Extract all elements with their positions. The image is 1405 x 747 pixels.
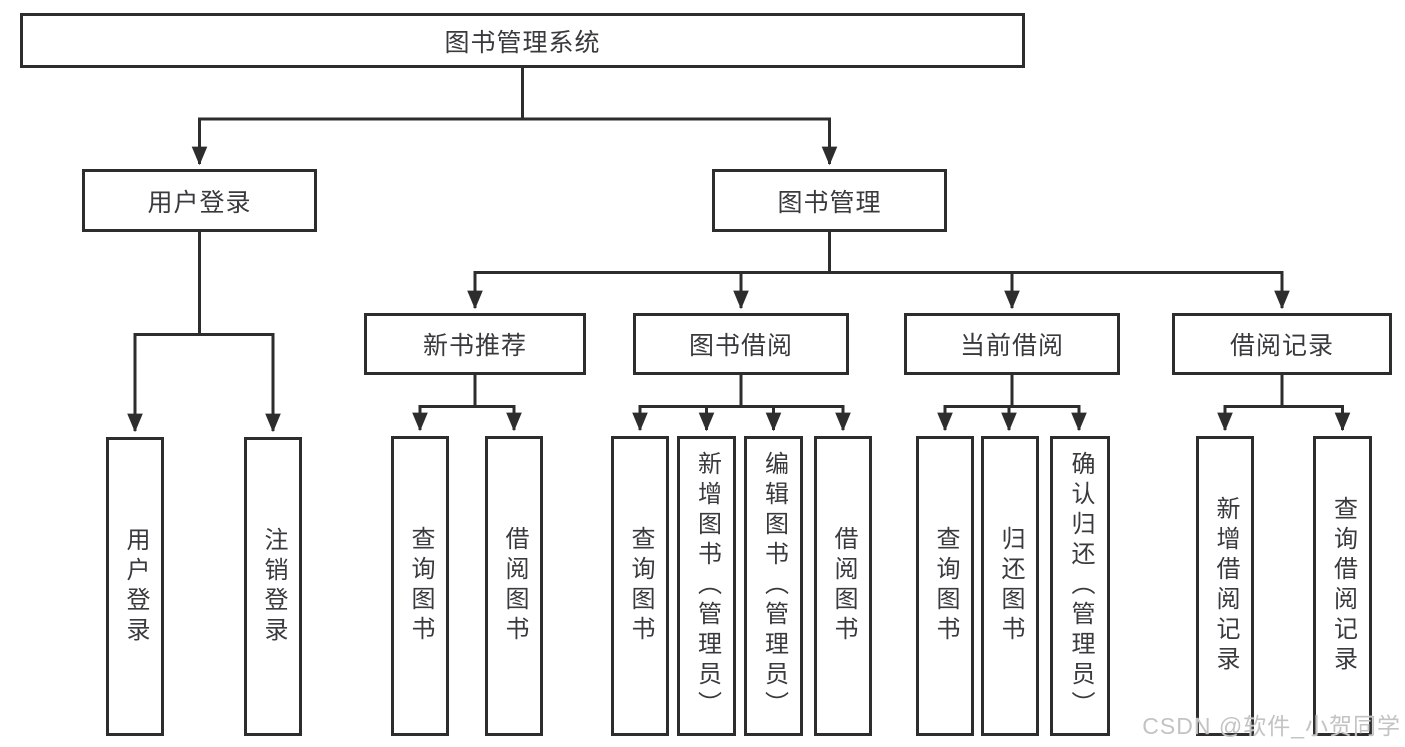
leaf-borrow-books-label: 借阅图书 xyxy=(830,526,857,646)
leaf-query-books-current: 查询图书 xyxy=(916,436,974,736)
leaf-confirm-return-admin-label: 确认归还（管理员） xyxy=(1067,451,1094,721)
node-root-label: 图书管理系统 xyxy=(444,28,601,57)
connector-rails xyxy=(133,66,1344,408)
leaf-add-borrow-record-label: 新增借阅记录 xyxy=(1212,496,1239,676)
leaf-edit-books-admin-label: 编辑图书（管理员） xyxy=(760,451,788,721)
leaf-query-borrow-record-label: 查询借阅记录 xyxy=(1329,496,1357,676)
leaf-borrow-books-recommend: 借阅图书 xyxy=(485,436,543,736)
node-borrow-records: 借阅记录 xyxy=(1172,313,1392,375)
node-user-login: 用户登录 xyxy=(82,169,317,232)
leaf-user-login-label: 用户登录 xyxy=(122,526,149,647)
leaf-add-borrow-record: 新增借阅记录 xyxy=(1196,436,1254,736)
node-new-book-recommend: 新书推荐 xyxy=(364,313,586,375)
csdn-watermark: CSDN @软件_小贺同学 xyxy=(1142,713,1401,739)
leaf-logout: 注销登录 xyxy=(244,437,302,736)
node-book-borrow-label: 图书借阅 xyxy=(688,332,793,360)
leaf-return-books-label: 归还图书 xyxy=(997,526,1024,646)
leaf-query-books-recommend: 查询图书 xyxy=(391,436,449,736)
leaf-confirm-return-admin: 确认归还（管理员） xyxy=(1050,436,1110,736)
leaf-query-books-borrow: 查询图书 xyxy=(611,436,669,736)
node-new-book-recommend-label: 新书推荐 xyxy=(422,332,527,360)
node-root: 图书管理系统 xyxy=(20,13,1025,68)
node-book-borrow: 图书借阅 xyxy=(633,313,849,375)
node-user-login-label: 用户登录 xyxy=(147,188,252,217)
leaf-borrow-books: 借阅图书 xyxy=(814,436,872,736)
node-book-management-label: 图书管理 xyxy=(777,188,882,217)
leaf-query-books-current-label: 查询图书 xyxy=(932,526,959,646)
leaf-logout-label: 注销登录 xyxy=(260,526,287,647)
leaf-query-books-recommend-label: 查询图书 xyxy=(407,526,434,646)
leaf-query-books-borrow-label: 查询图书 xyxy=(627,526,654,646)
leaf-user-login: 用户登录 xyxy=(106,437,164,736)
node-current-borrow: 当前借阅 xyxy=(904,313,1120,375)
leaf-borrow-books-recommend-label: 借阅图书 xyxy=(501,526,528,646)
node-book-management: 图书管理 xyxy=(712,169,947,232)
node-current-borrow-label: 当前借阅 xyxy=(959,332,1064,360)
leaf-edit-books-admin: 编辑图书（管理员） xyxy=(744,436,803,736)
leaf-add-books-admin-label: 新增图书（管理员） xyxy=(693,451,721,721)
connector-arrows xyxy=(127,119,1351,433)
node-borrow-records-label: 借阅记录 xyxy=(1229,332,1334,360)
leaf-add-books-admin: 新增图书（管理员） xyxy=(677,436,736,736)
leaf-query-borrow-record: 查询借阅记录 xyxy=(1313,436,1372,736)
leaf-return-books: 归还图书 xyxy=(981,436,1039,736)
